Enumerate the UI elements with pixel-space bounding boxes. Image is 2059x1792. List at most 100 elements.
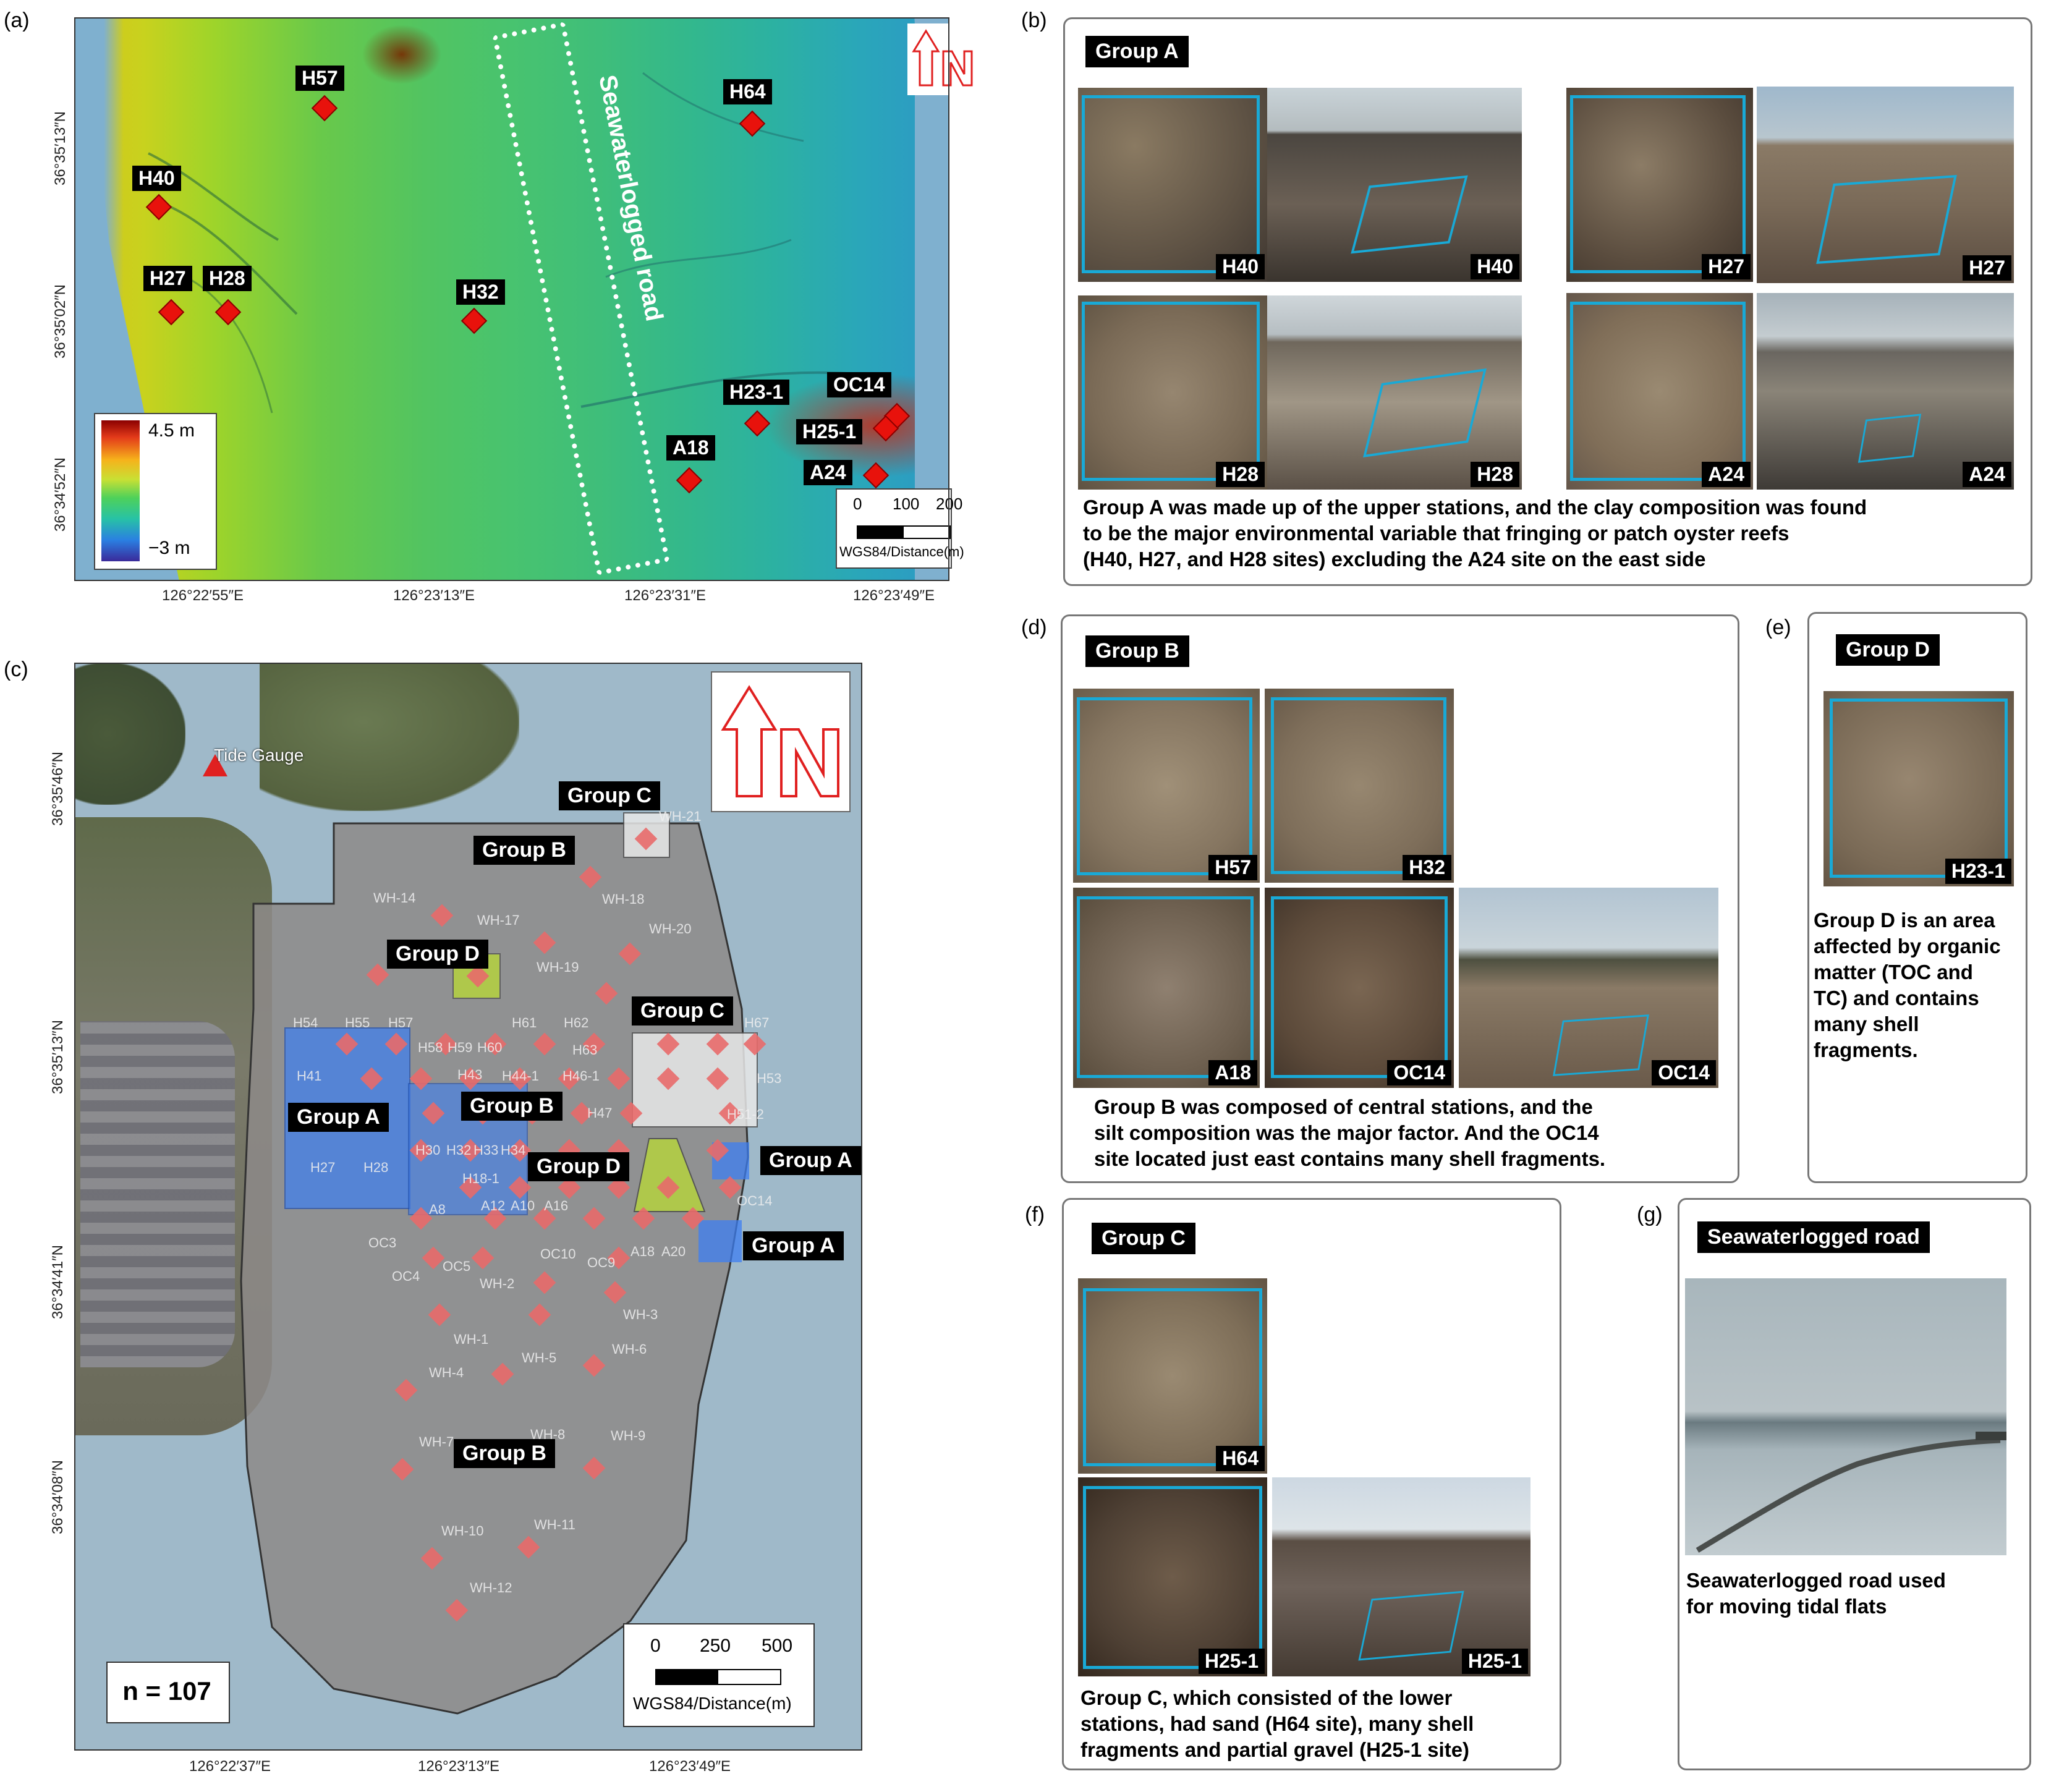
scale-tick-0: 0	[650, 1636, 661, 1656]
lat-tick-c-2: 36°35′13″N	[49, 1019, 66, 1094]
station-label: OC5	[443, 1259, 471, 1274]
group-a-east-zone-2	[698, 1220, 742, 1262]
station-label: OC14	[737, 1193, 773, 1208]
quadrat-frame	[1363, 368, 1487, 457]
photo-label: H28	[1216, 462, 1265, 487]
photo-label: H25-1	[1461, 1649, 1528, 1674]
photo-label: H27	[1963, 255, 2011, 281]
station-label: H63	[572, 1042, 598, 1058]
photo-H28-quadrat: H28	[1078, 295, 1267, 490]
scale-tick-500: 500	[762, 1636, 793, 1656]
photo-H64-quadrat: H64	[1078, 1278, 1267, 1474]
panel-e-caption: Group D is an area affected by organic m…	[1814, 907, 2024, 1063]
scale-unit: WGS84/Distance(m)	[839, 544, 964, 559]
station-label: H67	[744, 1015, 770, 1030]
station-label: H60	[477, 1040, 503, 1055]
station-label: OC4	[392, 1268, 420, 1284]
station-label: A8	[429, 1202, 446, 1217]
caption-line: Group C, which consisted of the lower	[1080, 1686, 1453, 1709]
caption-line: affected by organic	[1814, 935, 2001, 958]
group-c-top-zone	[623, 812, 670, 858]
station-label: H27	[310, 1160, 336, 1175]
station-label: OC3	[368, 1235, 397, 1251]
sample-count-box	[106, 1662, 230, 1723]
station-label: WH-1	[454, 1331, 489, 1347]
quadrat-frame	[1351, 175, 1468, 254]
north-arrow-icon	[721, 685, 839, 797]
group-a-tag-right-2: Group A	[743, 1231, 844, 1260]
station-label: WH-20	[649, 921, 692, 936]
station-label: H18-1	[462, 1171, 499, 1186]
station-label: H30	[415, 1142, 441, 1158]
quadrat-frame	[1857, 414, 1922, 463]
quadrat-frame	[1082, 95, 1260, 273]
photo-label: H40	[1216, 254, 1265, 279]
station-label: WH-19	[537, 959, 579, 975]
photo-label: H27	[1702, 254, 1751, 279]
photo-A18-quadrat: A18	[1073, 888, 1260, 1088]
site-label-H27: H27	[143, 266, 192, 291]
site-label-H64: H64	[723, 79, 772, 104]
map-c: WH-21 WH-14 WH-17 WH-18 WH-20 WH-19 H54 …	[74, 663, 862, 1751]
panel-d-tag: Group B	[1085, 635, 1189, 667]
station-label: WH-5	[522, 1350, 557, 1365]
site-label-OC14: OC14	[827, 372, 891, 397]
caption-line: Group D is an area	[1814, 909, 1995, 932]
caption-line: silt composition was the major factor. A…	[1094, 1121, 1599, 1144]
panel-f-caption: Group C, which consisted of the lower st…	[1080, 1685, 1556, 1763]
quadrat-frame	[1553, 1014, 1649, 1076]
station-label: H59	[448, 1040, 473, 1055]
tide-gauge-icon	[203, 754, 227, 776]
photo-seawaterlogged-road	[1685, 1278, 2006, 1555]
caption-line: Group A was made up of the upper station…	[1083, 496, 1867, 519]
photo-label: A18	[1208, 1060, 1257, 1085]
legend-colorbar	[101, 420, 140, 561]
lon-tick-a-4: 126°23′49″E	[853, 587, 935, 604]
station-label: WH-7	[419, 1434, 454, 1450]
site-label-H32: H32	[456, 279, 505, 305]
land-northwest	[74, 663, 185, 805]
caption-line: site located just east contains many she…	[1094, 1147, 1606, 1170]
station-label: WH-10	[441, 1523, 484, 1539]
group-c-tag-mid: Group C	[632, 996, 733, 1026]
caption-line: Seawaterlogged road used	[1686, 1569, 1946, 1592]
photo-label: H23-1	[1945, 859, 2011, 884]
scale-bar-empty	[902, 525, 951, 539]
station-label: OC10	[540, 1246, 576, 1262]
panel-b-caption: Group A was made up of the upper station…	[1083, 495, 2010, 572]
quadrat-frame	[1083, 1486, 1262, 1669]
station-label: WH-21	[659, 809, 702, 824]
photo-label: OC14	[1652, 1060, 1716, 1085]
panel-e-tag: Group D	[1836, 634, 1940, 666]
station-label: WH-9	[611, 1428, 646, 1443]
elevation-raster	[74, 17, 941, 581]
panel-label-a: (a)	[4, 9, 30, 32]
quadrat-frame	[1082, 302, 1260, 481]
station-label: H58	[418, 1040, 443, 1055]
station-label: H33	[473, 1142, 499, 1158]
caption-line: Group B was composed of central stations…	[1094, 1095, 1593, 1118]
tide-gauge-label: Tide Gauge	[214, 745, 304, 765]
station-label: WH-11	[534, 1517, 575, 1532]
photo-H27-field: H27	[1757, 87, 2014, 283]
scale-bar-fill	[655, 1669, 720, 1685]
panel-label-d: (d)	[1021, 616, 1047, 639]
photo-label: H40	[1471, 254, 1519, 279]
panel-label-e: (e)	[1765, 616, 1791, 639]
quadrat-frame	[1271, 896, 1448, 1078]
station-label: H57	[388, 1015, 414, 1030]
site-label-H25-1: H25-1	[796, 419, 863, 444]
site-label-H57: H57	[295, 66, 344, 91]
photo-A24-quadrat: A24	[1566, 293, 1753, 490]
station-label: H43	[457, 1067, 483, 1082]
land-west-fields	[80, 1021, 235, 1367]
panel-label-g: (g)	[1637, 1203, 1663, 1226]
panel-f-tag: Group C	[1092, 1223, 1195, 1254]
site-label-H40: H40	[132, 166, 181, 191]
north-arrow-a	[907, 23, 979, 95]
caption-line: for moving tidal flats	[1686, 1595, 1887, 1618]
lon-tick-a-1: 126°22′55″E	[162, 587, 244, 604]
photo-H25-1-field: H25-1	[1272, 1477, 1530, 1676]
group-b-tag-bottom: Group B	[454, 1439, 555, 1468]
photo-OC14-quadrat: OC14	[1265, 888, 1454, 1088]
